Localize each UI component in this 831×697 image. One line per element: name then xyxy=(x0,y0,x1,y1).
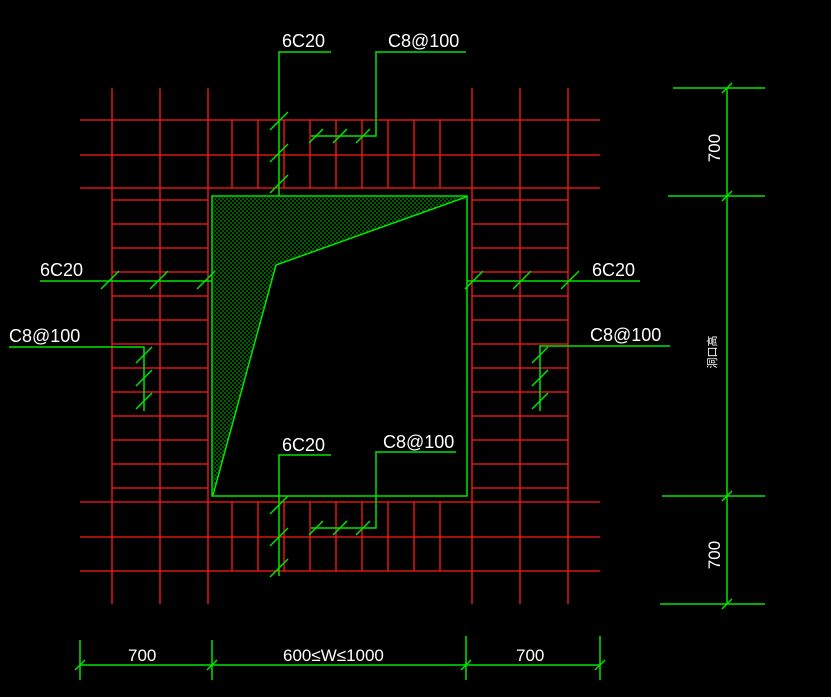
tick xyxy=(135,346,153,364)
tick xyxy=(332,520,348,536)
label-right-main: 6C20 xyxy=(592,260,635,280)
dim-opening-width: 600≤W≤1000 xyxy=(283,646,384,665)
tick xyxy=(308,128,324,144)
leader-bottom-main xyxy=(278,454,331,576)
dim-bottom-height: 700 xyxy=(705,541,724,569)
tick xyxy=(531,346,549,364)
horizontal-dimension xyxy=(74,636,606,680)
dim-right-width: 700 xyxy=(516,646,544,665)
dim-top-height: 700 xyxy=(705,134,724,162)
dim-middle-height: 洞口高 xyxy=(705,336,719,369)
dim-tick xyxy=(721,490,733,502)
tick xyxy=(196,270,216,290)
dim-left-width: 700 xyxy=(128,646,156,665)
tick xyxy=(308,520,324,536)
leader-bottom-stirrup xyxy=(311,451,456,529)
tick xyxy=(149,270,169,290)
tick xyxy=(135,369,153,387)
label-top-stirrup: C8@100 xyxy=(388,31,459,51)
dim-tick xyxy=(206,659,218,671)
opening xyxy=(211,195,468,497)
tick xyxy=(355,520,371,536)
tick xyxy=(269,111,289,131)
tick xyxy=(332,128,348,144)
hatched-region xyxy=(213,197,466,495)
tick xyxy=(269,495,289,515)
leader-right-stirrup xyxy=(539,345,670,411)
leader-lines xyxy=(9,51,670,578)
leader-top-main xyxy=(278,51,331,196)
rebar-labels: 6C20 C8@100 6C20 C8@100 6C20 C8@100 6C20… xyxy=(9,31,661,455)
tick xyxy=(560,270,580,290)
opening-diagonal xyxy=(212,196,467,496)
leader-top-stirrup xyxy=(311,51,466,137)
dim-tick xyxy=(721,190,733,202)
label-left-stirrup: C8@100 xyxy=(9,326,80,346)
dim-tick xyxy=(594,659,606,671)
label-right-stirrup: C8@100 xyxy=(590,325,661,345)
label-bottom-stirrup: C8@100 xyxy=(383,432,454,452)
tick xyxy=(269,174,289,194)
label-top-main: 6C20 xyxy=(282,31,325,51)
tick xyxy=(531,369,549,387)
dim-tick xyxy=(721,82,733,94)
tick xyxy=(464,270,484,290)
vertical-dimension xyxy=(660,82,765,610)
rebar-grid xyxy=(80,88,600,604)
label-left-main: 6C20 xyxy=(40,260,83,280)
tick xyxy=(512,270,532,290)
dim-tick xyxy=(74,659,86,671)
tick xyxy=(135,392,153,410)
tick xyxy=(531,392,549,410)
tick xyxy=(100,270,120,290)
tick xyxy=(269,143,289,163)
leader-left-stirrup xyxy=(9,346,145,411)
tick xyxy=(355,128,371,144)
tick xyxy=(269,558,289,578)
opening-outline xyxy=(211,195,468,497)
tick xyxy=(269,527,289,547)
dim-tick xyxy=(721,598,733,610)
label-bottom-main: 6C20 xyxy=(282,435,325,455)
dim-tick xyxy=(460,659,472,671)
